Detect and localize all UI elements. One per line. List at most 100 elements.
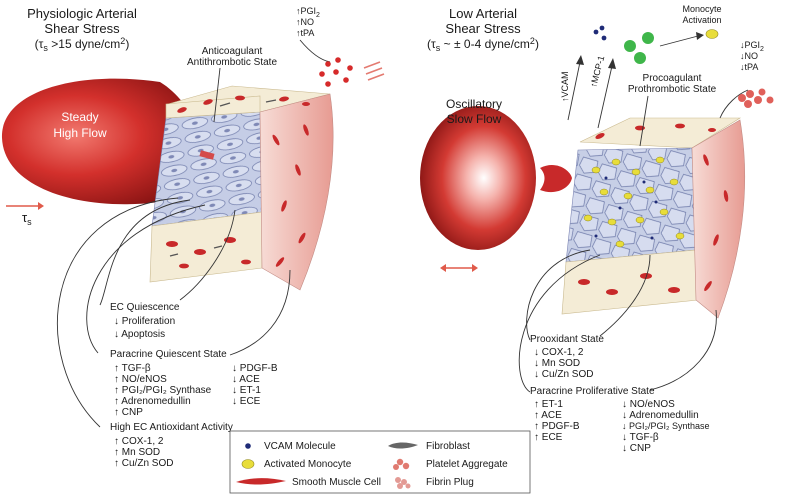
right-shear-arrowhead-left	[440, 264, 446, 272]
left-shear-arrowhead	[38, 202, 44, 210]
right-wall-top	[579, 117, 742, 149]
left-curve-paracrine-b	[229, 269, 291, 356]
right-released-vcam	[593, 25, 607, 41]
left-fibroblasts	[169, 99, 277, 257]
monocyte-activation-arrow	[659, 35, 699, 47]
left-curve-quiescence-b	[179, 209, 236, 301]
right-endothelium-surface	[565, 147, 697, 263]
legend-label-vcam: VCAM Molecule	[264, 441, 336, 452]
right-mediator-no: ↓NO	[740, 51, 758, 61]
legend-label-smooth-muscle: Smooth Muscle Cell	[292, 477, 381, 488]
right-green-particles	[624, 32, 654, 64]
right-mediator-curve	[719, 89, 749, 119]
antioxidant-item: ↑ COX-1, 2	[114, 436, 164, 447]
pq-col1-item: ↑ Adrenomedullin	[114, 396, 191, 407]
pq-col2-item: ↓ ACE	[232, 374, 260, 385]
pp-col1-item: ↑ PDGF-B	[534, 421, 580, 432]
activated-monocyte-released	[705, 29, 719, 39]
left-mediator-curve	[299, 39, 331, 63]
ec-quiescence-item-apoptosis: ↓ Apoptosis	[114, 329, 165, 340]
left-title-line1: Physiologic Arterial	[27, 6, 137, 21]
right-platelet-aggregate	[738, 88, 774, 108]
fibrin-plug-icon	[395, 477, 411, 489]
left-released-fibrin-strands	[363, 61, 385, 81]
right-curve-paracrine-b	[649, 309, 717, 391]
legend-box	[229, 430, 531, 494]
left-cone-label-line1: Steady	[61, 110, 98, 124]
platelet-icon	[393, 458, 410, 470]
left-curve-paracrine-a	[86, 204, 206, 354]
pq-col2-item: ↓ ECE	[232, 396, 261, 407]
monocyte-activation-arrowhead	[696, 32, 704, 40]
pp-col1-item: ↑ ET-1	[534, 399, 563, 410]
paracrine-proliferative-col2: ↓ NO/eNOS ↓ Adrenomedullin ↓ PGI₂/PGI₂ S…	[622, 399, 710, 454]
mcp-arrow	[597, 65, 613, 129]
oscillatory-flow-jet	[540, 165, 572, 193]
ec-quiescence-heading: EC Quiescence	[110, 302, 180, 313]
right-panel: Low Arterial Shear Stress (τs ~ ± 0-4 dy…	[420, 4, 774, 454]
left-title-line2: Shear Stress	[44, 21, 120, 36]
pp-col2-item: ↓ PGI₂/PGI₂ Synthase	[622, 421, 710, 431]
mcp-label: ↑MCP-1	[588, 55, 606, 89]
fibroblast-icon	[388, 442, 418, 449]
right-state-pointer	[639, 95, 649, 147]
left-wall-side	[259, 93, 334, 291]
legend: VCAM Molecule Fibroblast Activated Monoc…	[229, 430, 531, 494]
right-mediator-pgi2: ↓PGI2	[740, 40, 764, 53]
monocyte-icon	[241, 459, 255, 469]
right-smooth-muscle-cells	[578, 123, 729, 295]
paracrine-quiescent-heading: Paracrine Quiescent State	[110, 349, 227, 360]
right-title-shear-value: (τs ~ ± 0-4 dyne/cm2)	[427, 36, 539, 53]
vcam-dot-icon	[245, 443, 251, 449]
right-mediator-tpa: ↓tPA	[740, 62, 758, 72]
antioxidant-item: ↑ Cu/Zn SOD	[114, 458, 173, 469]
left-lumen-marker	[199, 150, 215, 160]
left-endothelium-surface	[151, 111, 263, 227]
oscillatory-flow-cone	[420, 106, 536, 250]
right-curve-prooxidant-b	[599, 254, 651, 337]
smooth-muscle-icon	[236, 478, 286, 485]
vcam-arrowhead	[576, 55, 584, 65]
left-panel: Physiologic Arterial Shear Stress (τs >1…	[1, 6, 385, 469]
left-cone-label-line2: High Flow	[53, 126, 107, 140]
mcp-arrowhead	[608, 58, 616, 69]
left-released-particles	[319, 57, 353, 87]
vcam-label: ↑VCAM	[560, 71, 570, 102]
pq-col2-item: ↓ PDGF-B	[232, 363, 278, 374]
prooxidant-heading: Prooxidant State	[530, 334, 604, 345]
pq-col1-item: ↑ PGI₂/PGI₂ Synthase	[114, 385, 212, 396]
right-curve-prooxidant	[526, 249, 591, 341]
pp-col1-item: ↑ ECE	[534, 432, 563, 443]
right-vcam-molecules	[594, 176, 658, 240]
left-title-shear-value: (τs >15 dyne/cm2)	[35, 36, 130, 53]
right-state-label-line2: Prothrombotic State	[628, 84, 717, 95]
ec-quiescence-item-proliferation: ↓ Proliferation	[114, 316, 175, 327]
paracrine-proliferative-heading: Paracrine Proliferative State	[530, 386, 655, 397]
prooxidant-item: ↓ Mn SOD	[534, 358, 580, 369]
left-state-label-line2: Antithrombotic State	[187, 57, 277, 68]
left-wall-upper-slab	[165, 95, 261, 119]
paracrine-quiescent-col2: ↓ PDGF-B ↓ ACE ↓ ET-1 ↓ ECE	[232, 363, 278, 407]
pq-col1-item: ↑ CNP	[114, 407, 143, 418]
pp-col2-item: ↓ Adrenomedullin	[622, 410, 699, 421]
antioxidant-item: ↑ Mn SOD	[114, 447, 160, 458]
paracrine-proliferative-col1: ↑ ET-1 ↑ ACE ↑ PDGF-B ↑ ECE	[534, 399, 580, 443]
prooxidant-item: ↓ Cu/Zn SOD	[534, 369, 593, 380]
right-activated-monocytes	[583, 156, 685, 248]
paracrine-quiescent-col1: ↑ TGF-β ↑ NO/eNOS ↑ PGI₂/PGI₂ Synthase ↑…	[114, 363, 212, 418]
vcam-arrow	[567, 61, 581, 121]
left-state-label-line1: Anticoagulant	[202, 46, 263, 57]
pp-col2-item: ↓ NO/eNOS	[622, 399, 675, 410]
prooxidant-item: ↓ COX-1, 2	[534, 347, 584, 358]
right-shear-arrowhead-right	[472, 264, 478, 272]
right-title-line1: Low Arterial	[449, 6, 517, 21]
legend-label-platelet: Platelet Aggregate	[426, 459, 508, 470]
pq-col1-item: ↑ TGF-β	[114, 363, 151, 374]
right-state-label-line1: Procoagulant	[643, 73, 702, 84]
pq-col2-item: ↓ ET-1	[232, 385, 261, 396]
right-curve-paracrine-a	[518, 254, 601, 393]
antioxidant-heading: High EC Antioxidant Activity	[110, 422, 233, 433]
pq-col1-item: ↑ NO/eNOS	[114, 374, 167, 385]
right-title-line2: Shear Stress	[445, 21, 521, 36]
